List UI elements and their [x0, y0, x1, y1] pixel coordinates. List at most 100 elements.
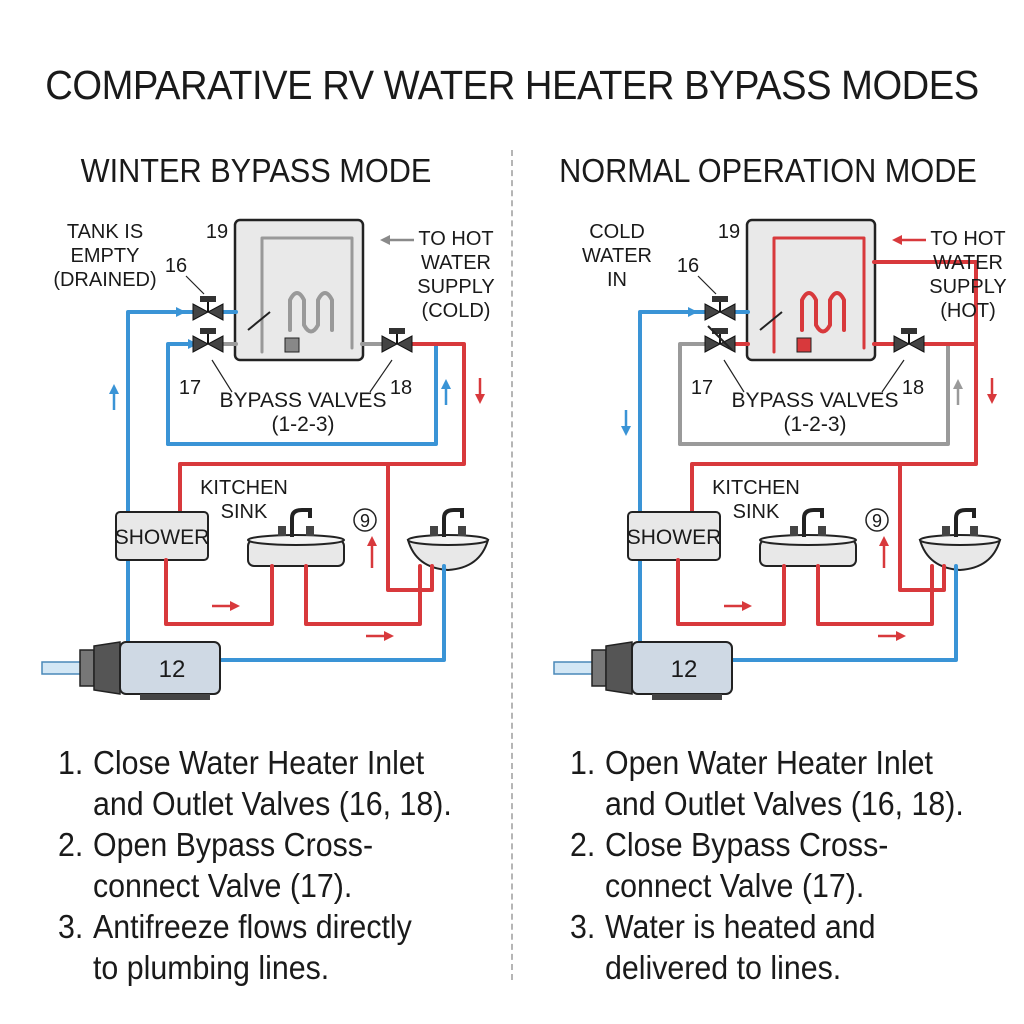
label-valve-18: 18	[390, 377, 412, 399]
instruction-step: 3.Antifreeze flows directly to plumbing …	[58, 906, 472, 988]
thermostat-icon	[796, 337, 812, 353]
bathroom-sink-handle-left[interactable]	[430, 526, 438, 536]
label-tank-19: 19	[718, 221, 740, 243]
leader-16	[185, 275, 205, 295]
arrow-hot-main-head	[475, 394, 485, 404]
bathroom-sink-faucet-icon	[442, 508, 464, 537]
arrow-hot-main	[475, 378, 485, 404]
kitchen-sink-handle-right[interactable]	[306, 526, 314, 536]
pipe-hot-kitchen-bath	[304, 564, 422, 626]
supply-note-line-1: TO HOT	[418, 228, 493, 250]
water-pump-12-base	[652, 694, 722, 700]
water-heater-tank	[233, 218, 365, 362]
bypass-leaders	[723, 359, 905, 393]
marker-9-circle	[353, 508, 377, 532]
valve-inlet-16-handle[interactable]	[712, 296, 728, 302]
bathroom-sink-handle-right[interactable]	[970, 526, 978, 536]
valve-outlet-18-body-left	[893, 335, 911, 353]
label-valve-16: 16	[165, 255, 187, 277]
water-pump-12-head-icon	[605, 641, 633, 695]
valve-inlet-16-handle[interactable]	[200, 296, 216, 302]
marker-9: 9	[353, 508, 377, 532]
arrow-bypass-return	[953, 379, 963, 405]
valve-outlet-18[interactable]	[381, 328, 413, 353]
arrow-hot-2-head	[384, 631, 394, 641]
instruction-step: 1.Close Water Heater Inlet and Outlet Va…	[58, 742, 472, 824]
water-pump-12[interactable]: 12	[553, 641, 733, 700]
valve-crossover-17-handle[interactable]	[712, 328, 728, 334]
supply-note-line-2: WATER	[421, 252, 491, 274]
pipe-hot-kitchen-bath	[816, 564, 934, 626]
valve-inlet-16[interactable]	[192, 296, 224, 321]
arrow-supply-note	[892, 235, 926, 245]
valve-inlet-16-body-right	[206, 303, 224, 321]
tank-status-note-line-1: COLD	[589, 221, 645, 243]
kitchen-sink-label-line-1: KITCHEN	[712, 477, 800, 499]
kitchen-sink-handle-right[interactable]	[818, 526, 826, 536]
arrow-faucet-head	[879, 536, 889, 546]
pipe-hot-bath	[386, 462, 434, 592]
bathroom-sink-handle-right[interactable]	[458, 526, 466, 536]
valve-inlet-16-body-right	[718, 303, 736, 321]
shower-box	[627, 511, 721, 561]
arrow-supply-note	[380, 235, 414, 245]
tank-status-note-line-2: WATER	[582, 245, 652, 267]
marker-9-circle	[865, 508, 889, 532]
arrow-cold-main-head	[109, 384, 119, 394]
valve-outlet-18[interactable]	[893, 328, 925, 353]
valve-crossover-17-handle[interactable]	[200, 328, 216, 334]
pipe-cold-bottom	[690, 564, 958, 662]
marker-9-label: 9	[360, 511, 370, 531]
kitchen-sink-handle-left[interactable]	[278, 526, 286, 536]
bathroom-sink-faucet-icon	[954, 508, 976, 537]
water-pump-12-flange	[591, 649, 607, 687]
label-valve-17: 17	[179, 377, 201, 399]
water-heater-tank	[745, 218, 877, 362]
panel-divider	[511, 150, 513, 980]
bathroom-sink-handle-left[interactable]	[942, 526, 950, 536]
arrow-hot-1-head	[230, 601, 240, 611]
supply-note-line-1: TO HOT	[930, 228, 1005, 250]
arrow-bypass-return-head	[953, 379, 963, 389]
water-pump-12[interactable]: 12	[41, 641, 221, 700]
arrow-faucet-head	[367, 536, 377, 546]
water-pump-12-inlet-pipe	[553, 661, 595, 675]
step-text: Close Bypass Cross- connect Valve (17).	[604, 826, 889, 904]
tank-status-note-line-3: IN	[607, 269, 627, 291]
kitchen-sink-rim	[759, 534, 857, 546]
arrow-cold-main	[621, 410, 631, 436]
step-text: Open Bypass Cross- connect Valve (17).	[92, 826, 374, 904]
pipe-bypass-left	[678, 342, 710, 446]
panel-heading: NORMAL OPERATION MODE	[559, 152, 977, 189]
valve-crossover-17-body-right	[206, 335, 224, 353]
pipe-hot-main	[690, 342, 978, 514]
kitchen-sink-handle-left[interactable]	[790, 526, 798, 536]
pipe-hot-shower-kitchen	[164, 558, 274, 626]
valve-outlet-18-handle[interactable]	[389, 328, 405, 334]
supply-note-line-3: SUPPLY	[417, 276, 494, 298]
shower-label: SHOWER	[627, 526, 722, 549]
bathroom-sink	[918, 508, 1002, 572]
kitchen-sink-rim	[247, 534, 345, 546]
heating-element-coil-icon	[288, 291, 334, 334]
thermostat-icon	[284, 337, 300, 353]
instruction-step: 1.Open Water Heater Inlet and Outlet Val…	[570, 742, 984, 824]
arrow-hot-main-head	[987, 394, 997, 404]
kitchen-sink-label-line-2: SINK	[733, 501, 780, 523]
arrow-cold-inlet-head	[688, 307, 698, 317]
bypass-leaders	[211, 359, 393, 393]
label-valve-16: 16	[677, 255, 699, 277]
label-tank-19: 19	[206, 221, 228, 243]
valve-crossover-17[interactable]	[192, 328, 224, 353]
valve-closed-marker	[707, 325, 733, 351]
tank-status-note-line-2: EMPTY	[71, 245, 140, 267]
shower-fixture: SHOWER	[115, 511, 209, 561]
valve-inlet-16[interactable]	[704, 296, 736, 321]
instruction-step: 2.Open Bypass Cross- connect Valve (17).	[58, 824, 472, 906]
supply-note-line-4: (COLD)	[422, 300, 491, 322]
pipe-hot-bath	[898, 462, 946, 592]
step-number: 1.	[58, 744, 84, 781]
arrow-cold-main-head	[621, 426, 631, 436]
kitchen-sink	[759, 508, 857, 567]
valve-outlet-18-handle[interactable]	[901, 328, 917, 334]
